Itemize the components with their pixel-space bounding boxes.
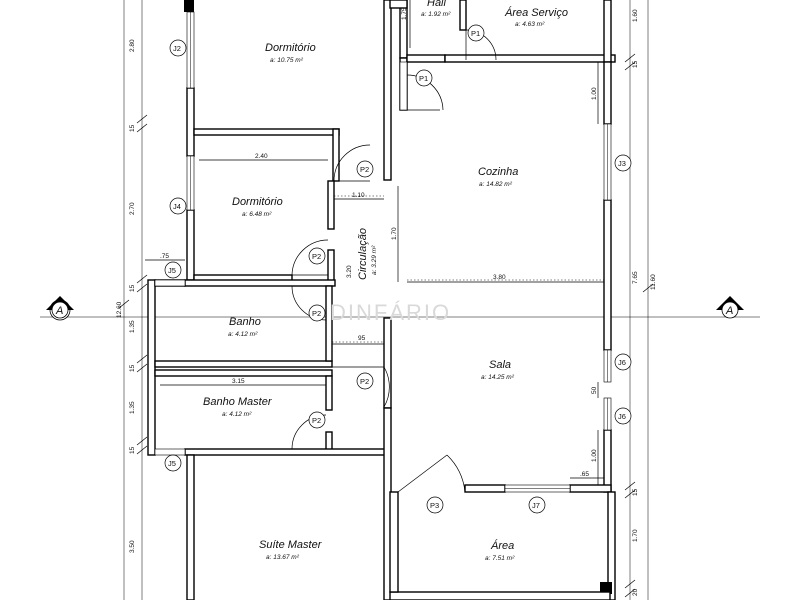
- tag-j6-bottom: J6: [614, 407, 632, 425]
- svg-text:P1: P1: [419, 74, 428, 83]
- tag-j6-top: J6: [614, 353, 632, 371]
- dashed-lines: [332, 195, 604, 343]
- room-circulacao-area: a: 3.29 m²: [371, 245, 378, 275]
- svg-text:J6: J6: [618, 412, 626, 421]
- dim-3-15: 3.15: [232, 378, 245, 385]
- watermark: DINFÁRIO: [330, 300, 451, 325]
- dim-1-75: 1.75: [401, 7, 408, 20]
- room-sala-area: a: 14.25 m²: [481, 374, 515, 381]
- svg-text:J5: J5: [168, 459, 176, 468]
- room-banho-name: Banho: [229, 316, 261, 328]
- svg-text:P2: P2: [312, 252, 321, 261]
- left-dimension-lines: [118, 0, 148, 600]
- svg-text:J5: J5: [168, 266, 176, 275]
- room-area-name: Área: [490, 539, 514, 552]
- dim-right-1-70: 1.70: [632, 529, 639, 542]
- room-hall-name: Hall: [427, 0, 447, 9]
- dim-left-15a: 15: [129, 124, 136, 132]
- dim-right-15b: 15: [632, 488, 639, 496]
- tag-j5-bottom: J5: [164, 454, 182, 472]
- tag-p2-5: P2: [308, 411, 326, 429]
- room-labels: Hall a: 1.92 m² Área Serviço a: 4.63 m² …: [203, 0, 568, 562]
- tag-j3: J3: [614, 154, 632, 172]
- room-banho-master-name: Banho Master: [203, 396, 273, 408]
- room-dormitorio-2-area: a: 6.48 m²: [242, 211, 272, 218]
- section-label-left: A: [55, 305, 63, 317]
- dim-left-2-70: 2.70: [129, 202, 136, 215]
- room-banho-area: a: 4.12 m²: [228, 331, 258, 338]
- tag-j5-top: J5: [164, 261, 182, 279]
- interior-dimension-lines: [145, 0, 604, 485]
- svg-text:J6: J6: [618, 358, 626, 367]
- right-dimension-lines: [624, 0, 654, 600]
- room-dormitorio-1-name: Dormitório: [265, 42, 316, 54]
- windows: [154, 11, 612, 493]
- svg-text:J4: J4: [173, 202, 181, 211]
- dim-right-20: 20: [632, 588, 639, 596]
- section-marker-right: A: [716, 296, 744, 319]
- svg-text:P3: P3: [430, 501, 439, 510]
- dim-right-7-65: 7.65: [632, 271, 639, 284]
- room-dormitorio-1-area: a: 10.75 m²: [270, 57, 304, 64]
- room-sala-name: Sala: [489, 359, 511, 371]
- room-dormitorio-2-name: Dormitório: [232, 196, 283, 208]
- dim-right-1-60: 1.60: [632, 9, 639, 22]
- svg-text:J7: J7: [532, 501, 540, 510]
- tag-p2-3: P2: [308, 304, 326, 322]
- dim-left-15b: 15: [129, 284, 136, 292]
- tag-j7: J7: [528, 496, 546, 514]
- dim-65: .65: [580, 471, 589, 478]
- tag-p2-4: P2: [356, 372, 374, 390]
- room-cozinha-area: a: 14.82 m²: [479, 181, 513, 188]
- dim-left-3-50: 3.50: [129, 540, 136, 553]
- room-hall-area: a: 1.92 m²: [421, 11, 451, 18]
- room-banho-master-area: a: 4.12 m²: [222, 411, 252, 418]
- svg-text:P1: P1: [471, 29, 480, 38]
- dim-1-00-top: 1.00: [591, 87, 598, 100]
- room-cozinha-name: Cozinha: [478, 166, 518, 178]
- dim-right-15a: 15: [632, 60, 639, 68]
- svg-text:P2: P2: [360, 377, 369, 386]
- dim-left-15d: 15: [129, 446, 136, 454]
- room-area-servico-name: Área Serviço: [504, 6, 568, 19]
- svg-text:P2: P2: [312, 309, 321, 318]
- dim-3-80: 3.80: [493, 274, 506, 281]
- tag-p3: P3: [426, 496, 444, 514]
- dimension-texts: 2.80 15 2.70 15 1.35 15 1.35 15 3.50 12.…: [116, 7, 657, 596]
- dim-3-20: 3.20: [346, 265, 353, 278]
- room-suite-master-area: a: 13.67 m²: [266, 554, 300, 561]
- room-area-servico-area: a: 4.63 m²: [515, 21, 545, 28]
- tag-p1-top: P1: [467, 24, 485, 42]
- dim-left-1-35b: 1.35: [129, 401, 136, 414]
- dim-1-70: 1.70: [391, 227, 398, 240]
- dim-right-total: 11.60: [650, 274, 657, 290]
- tag-j4: J4: [169, 197, 187, 215]
- dim-2-40: 2.40: [255, 153, 268, 160]
- dim-1-00-bottom: 1.00: [591, 449, 598, 462]
- room-suite-master-name: Suíte Master: [259, 539, 323, 551]
- tags: J2 J3 J4 J5 J5 J6 J6 J7 P1 P1 P2 P2 P2 P…: [164, 24, 632, 514]
- tag-p2-2: P2: [308, 247, 326, 265]
- dim-95: 95: [358, 335, 366, 342]
- room-circulacao-name: Circulação: [357, 228, 369, 280]
- tag-j2: J2: [169, 39, 187, 57]
- dim-50: 50: [591, 386, 598, 394]
- dim-left-total: 12.60: [116, 301, 123, 318]
- dim-1-10: 1.10: [352, 192, 365, 199]
- tag-p1-hall: P1: [415, 69, 433, 87]
- section-label-right: A: [725, 305, 733, 317]
- dim-75: .75: [160, 253, 169, 260]
- room-area-area: a: 7.51 m²: [485, 555, 515, 562]
- svg-text:J3: J3: [618, 159, 626, 168]
- dim-left-2-80: 2.80: [129, 39, 136, 52]
- dim-left-1-35a: 1.35: [129, 320, 136, 333]
- svg-text:P2: P2: [312, 416, 321, 425]
- dim-left-15c: 15: [129, 364, 136, 372]
- section-marker-left: A: [46, 296, 74, 321]
- svg-text:J2: J2: [173, 44, 181, 53]
- svg-text:P2: P2: [360, 165, 369, 174]
- tag-p2-1: P2: [356, 160, 374, 178]
